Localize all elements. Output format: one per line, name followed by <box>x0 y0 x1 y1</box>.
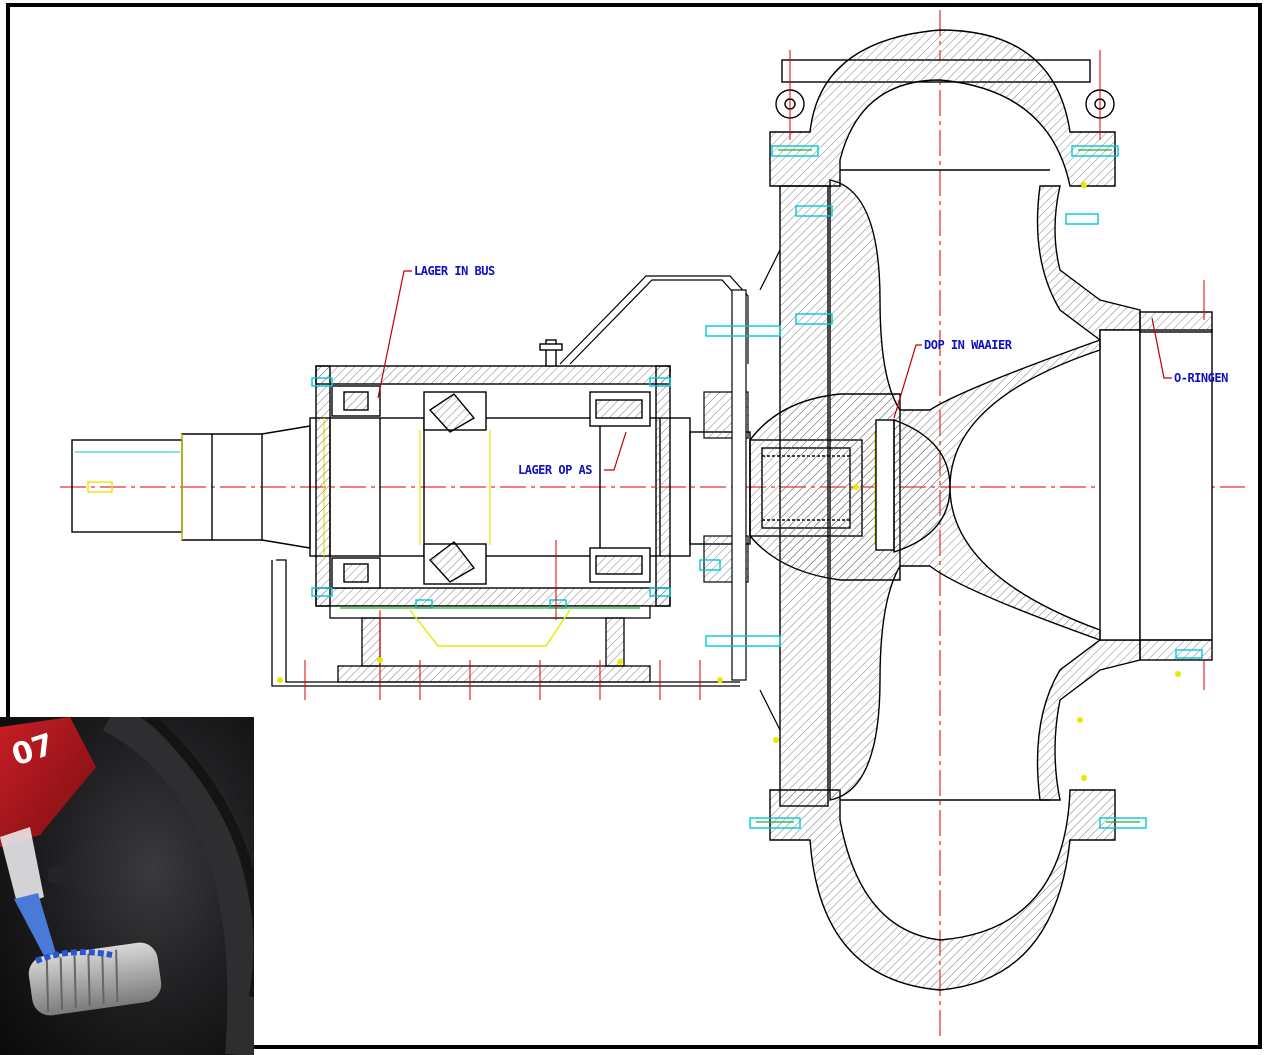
label-dop-in-waaier: DOP IN WAAIER <box>924 338 1013 352</box>
label-lager-op-as: LAGER OP AS <box>518 463 592 477</box>
drawing-frame <box>6 3 1262 1049</box>
threadlocker-photo: 07 <box>0 717 254 1055</box>
bolt-centerlines <box>304 50 1205 700</box>
housing-cover <box>559 275 749 365</box>
threadlocker-photo-graphic: 07 <box>0 717 254 1055</box>
annotation-leaders <box>377 270 1172 471</box>
housing-sling <box>409 609 571 647</box>
bolts <box>311 145 1203 829</box>
housing-support <box>271 559 740 687</box>
impeller <box>749 179 1101 801</box>
label-o-ringen: O-RINGEN <box>1174 371 1228 385</box>
bearing-housing <box>315 339 671 607</box>
construction-markers <box>277 182 1181 781</box>
shaft-seal <box>703 249 781 731</box>
label-lager-in-bus: LAGER IN BUS <box>414 264 495 278</box>
gaskets <box>340 149 1140 823</box>
